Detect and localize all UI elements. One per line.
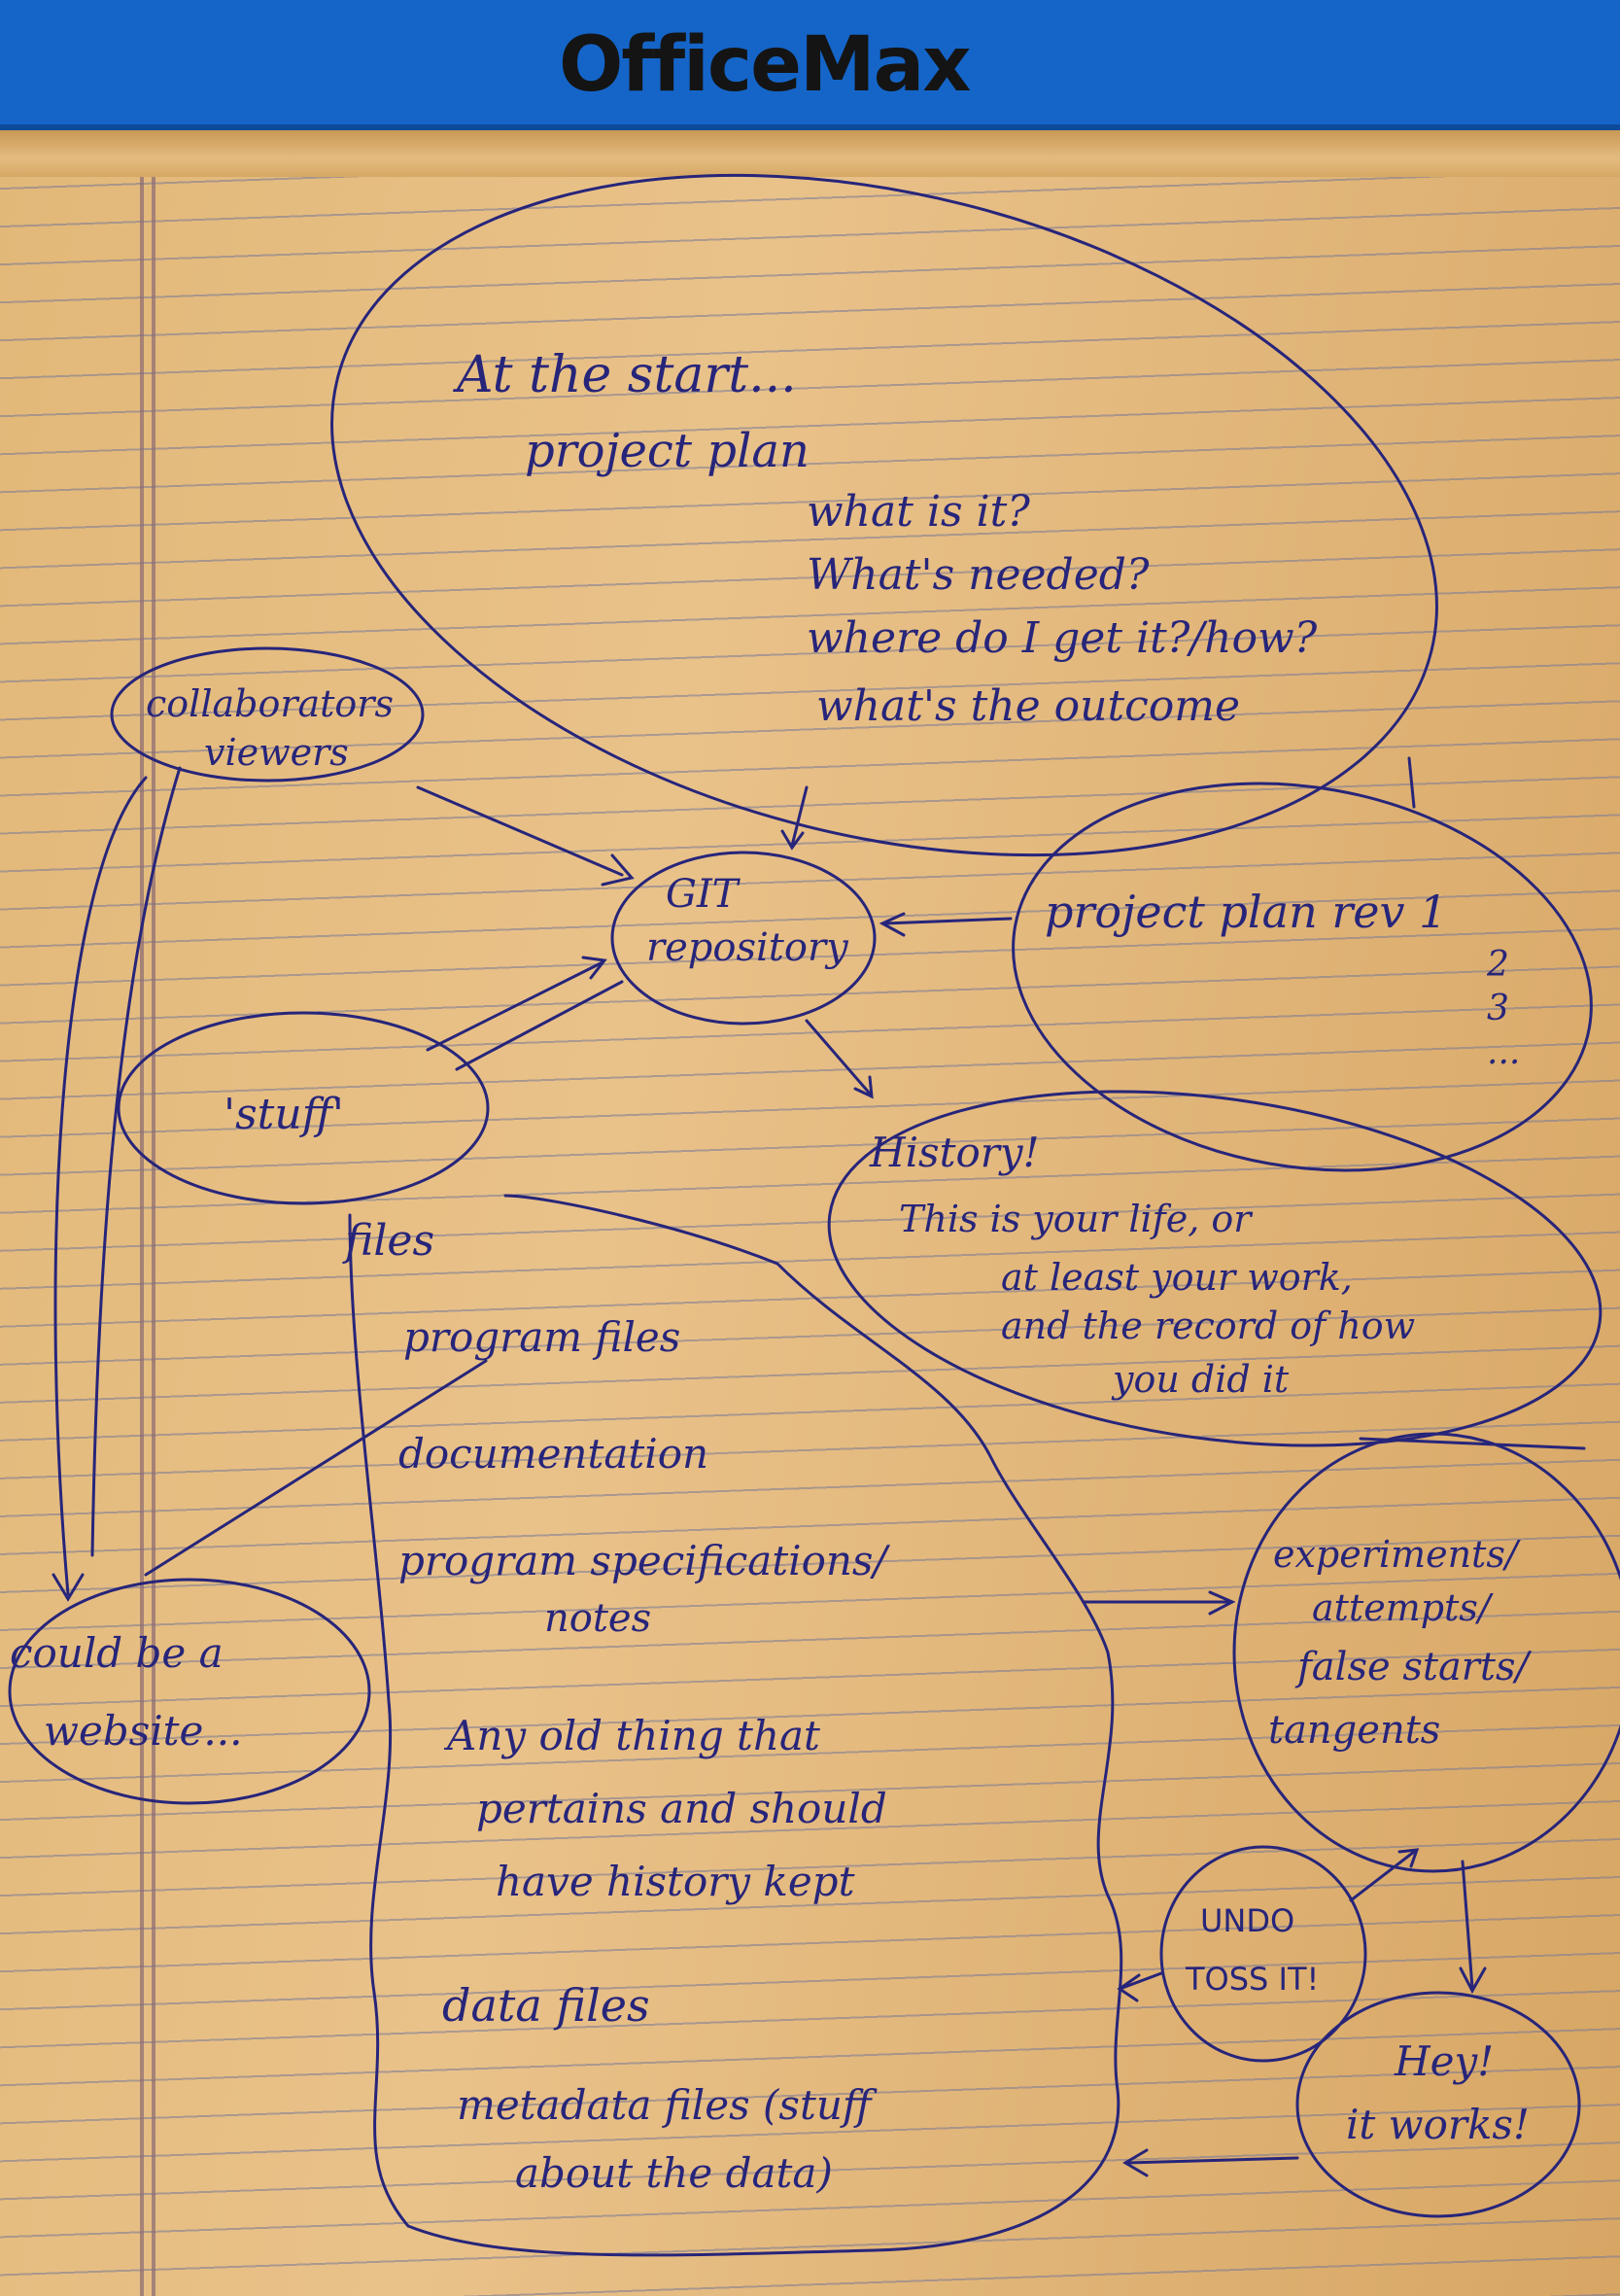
files-item-5: Any old thing that [447, 1712, 820, 1759]
viewers-label: viewers [204, 731, 349, 774]
files-item-4: program specifications/ [398, 1537, 887, 1584]
works-line-2: it works! [1346, 2101, 1530, 2148]
experiments-line-2: attempts/ [1312, 1586, 1491, 1629]
files-item-3: documentation [398, 1430, 709, 1478]
files-blob [348, 1194, 1123, 2257]
experiments-bubble [1232, 1432, 1620, 1873]
files-item-6: data files [442, 1979, 650, 2032]
collaborators-bubble [110, 646, 425, 783]
margin-line-left [140, 136, 144, 2296]
margin-line-right [152, 136, 155, 2296]
plan-bubble [330, 173, 1438, 857]
history-line-5: you did it [1113, 1358, 1290, 1401]
brand-logo: OfficeMax [559, 21, 972, 109]
files-item-1: files [345, 1216, 435, 1266]
history-line-1: History! [870, 1129, 1040, 1176]
works-bubble [1295, 1991, 1581, 2218]
plan-rev-2: 2 [1487, 945, 1509, 985]
history-line-4: and the record of how [1001, 1305, 1416, 1347]
website-bubble [8, 1578, 371, 1805]
plan-line-3: what is it? [807, 487, 1030, 537]
repository-bubble [610, 851, 877, 1026]
repository-line-1: GIT [666, 872, 739, 917]
files-item-5c: have history kept [496, 1858, 855, 1905]
plan-line-6: what's the outcome [816, 681, 1241, 731]
experiments-line-4: tangents [1268, 1708, 1441, 1753]
pad-header: OfficeMax [0, 0, 1620, 130]
stuff-bubble [117, 1011, 490, 1205]
files-item-7: metadata files (stuff [457, 2081, 872, 2129]
files-item-2: program files [403, 1313, 681, 1361]
plan-line-2: project plan [525, 424, 810, 478]
pad-binding [0, 130, 1620, 177]
plan-rev-more: ... [1487, 1032, 1521, 1072]
plan-rev-bubble [1012, 782, 1593, 1172]
undo-line-1: UNDO [1200, 1902, 1295, 1939]
files-item-7b: about the data) [515, 2149, 833, 2197]
undo-bubble [1159, 1845, 1367, 2063]
experiments-line-3: false starts/ [1297, 1645, 1530, 1689]
repository-line-2: repository [646, 925, 848, 970]
history-line-2: This is your life, or [899, 1198, 1252, 1240]
experiments-line-1: experiments/ [1273, 1533, 1518, 1576]
stuff-label: 'stuff' [224, 1090, 344, 1139]
collaborators-label: collaborators [146, 682, 394, 725]
history-line-3: at least your work, [1001, 1256, 1353, 1299]
files-item-4b: notes [544, 1596, 652, 1641]
undo-line-2: TOSS IT! [1186, 1961, 1320, 1998]
plan-line-1: At the start... [457, 346, 797, 404]
works-line-1: Hey! [1395, 2037, 1495, 2085]
plan-line-5: where do I get it?/how? [807, 613, 1318, 663]
website-line-2: website... [44, 1707, 243, 1755]
website-line-1: could be a [10, 1629, 224, 1677]
plan-rev-3: 3 [1487, 989, 1509, 1028]
files-item-5b: pertains and should [476, 1785, 887, 1832]
plan-line-4: What's needed? [807, 550, 1150, 600]
history-bubble [827, 1090, 1603, 1447]
plan-rev-label: project plan rev 1 [1045, 886, 1448, 938]
